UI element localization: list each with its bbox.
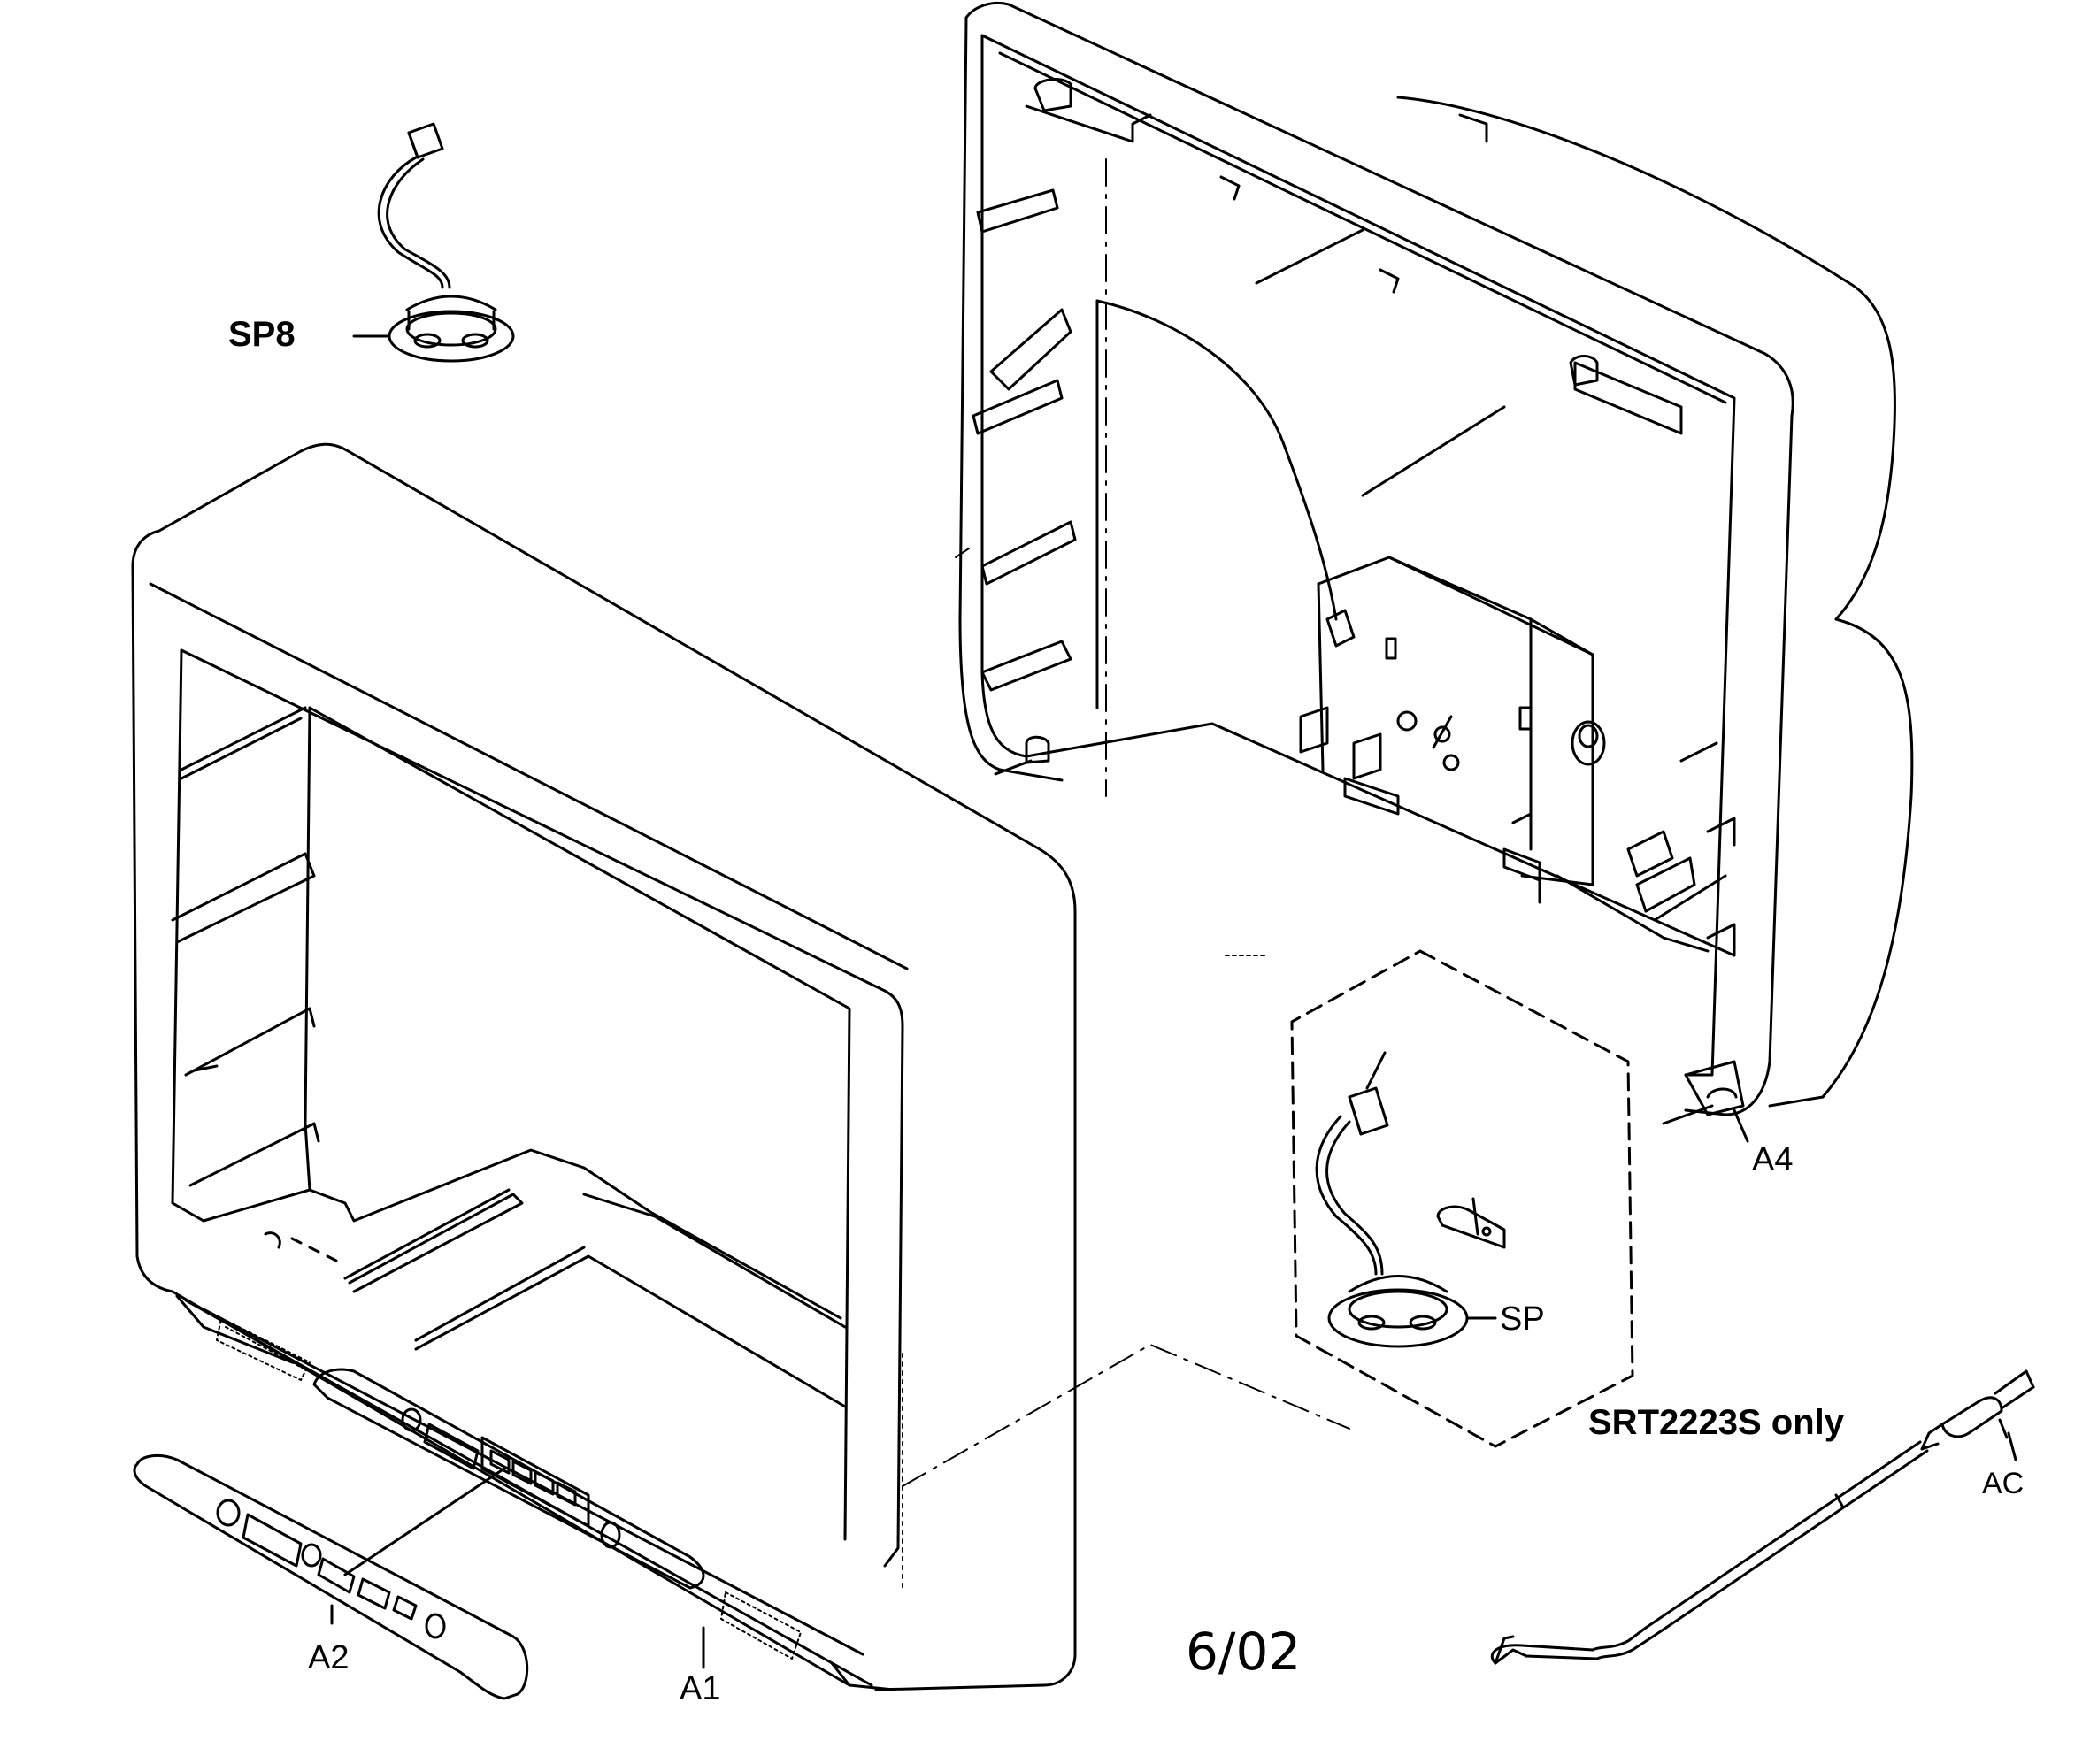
control-panel-a2 [133,1453,529,1700]
front-cabinet [131,442,1350,1691]
ac-power-cord [1490,1369,2035,1665]
circuit-chassis [1299,556,1736,957]
label-sp: SP [1500,1300,1545,1338]
right-speaker-grille [720,1591,802,1660]
label-a4: A4 [1752,1141,1794,1178]
speaker-sp-group [1290,949,1634,1448]
date-stamp: 6/02 [1186,1622,1302,1682]
label-sp8: SP8 [228,315,296,354]
back-cover [955,2,1914,1143]
speaker-sp8 [352,122,515,363]
label-a1: A1 [680,1670,721,1707]
left-speaker-grille [216,1317,311,1381]
label-a2: A2 [308,1639,350,1676]
label-ac: AC [1982,1467,2025,1500]
label-srt2223s-only: SRT2223S only [1588,1403,1845,1442]
speaker-sp [1315,1051,1506,1348]
